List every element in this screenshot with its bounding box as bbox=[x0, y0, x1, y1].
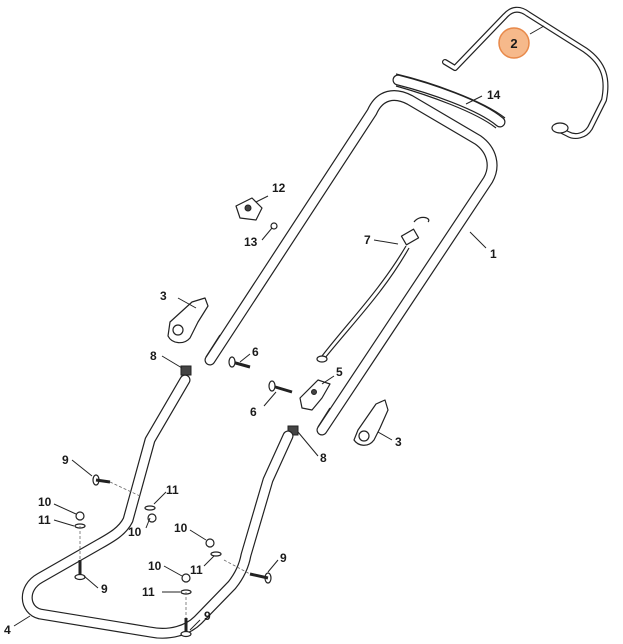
callout-1: 1 bbox=[490, 247, 497, 261]
callout-labels: 2 1 14 12 13 7 3 8 6 5 6 3 8 9 10 11 9 1… bbox=[4, 27, 530, 637]
part-10-nut-b[interactable] bbox=[147, 513, 157, 523]
callout-11-b: 11 bbox=[166, 483, 179, 497]
callout-6-upper: 6 bbox=[252, 345, 259, 359]
part-13-screw[interactable] bbox=[270, 222, 278, 230]
part-6-bolt-upper[interactable] bbox=[228, 356, 251, 369]
callout-13: 13 bbox=[244, 235, 258, 249]
callout-8-right: 8 bbox=[320, 451, 327, 465]
callout-11-c: 11 bbox=[190, 563, 203, 577]
callout-6-lower: 6 bbox=[250, 405, 257, 419]
callout-11-a: 11 bbox=[38, 513, 51, 527]
part-2-control-bail[interactable] bbox=[442, 6, 609, 139]
part-1-upper-handle[interactable] bbox=[204, 90, 498, 436]
part-9-bolt-d[interactable] bbox=[180, 618, 192, 638]
part-9-bolt-a[interactable] bbox=[92, 474, 141, 497]
callout-14: 14 bbox=[487, 88, 501, 102]
callout-12: 12 bbox=[272, 181, 286, 195]
part-3-lever-right[interactable] bbox=[353, 399, 389, 446]
callout-5: 5 bbox=[336, 365, 343, 379]
part-10-nut-d[interactable] bbox=[181, 573, 191, 583]
part-14-grip[interactable] bbox=[392, 73, 506, 129]
part-8-insert-left[interactable] bbox=[180, 365, 192, 376]
callout-10-d: 10 bbox=[148, 559, 162, 573]
callout-10-b: 10 bbox=[128, 525, 142, 539]
part-3-lever-left[interactable] bbox=[167, 297, 209, 344]
callout-4: 4 bbox=[4, 623, 11, 637]
callout-8-left: 8 bbox=[150, 349, 157, 363]
callout-9-b: 9 bbox=[101, 582, 108, 596]
callout-9-a: 9 bbox=[62, 453, 69, 467]
callout-10-c: 10 bbox=[174, 521, 188, 535]
leader-lines bbox=[13, 25, 545, 631]
callout-7: 7 bbox=[364, 233, 371, 247]
part-11-washer-b[interactable] bbox=[144, 505, 156, 511]
part-4-lower-handle[interactable] bbox=[21, 374, 294, 639]
part-12-cable-clamp[interactable] bbox=[235, 197, 263, 221]
part-10-nut-a[interactable] bbox=[75, 511, 85, 521]
part-7-cable[interactable] bbox=[316, 216, 430, 363]
part-6-bolt-lower[interactable] bbox=[268, 380, 293, 394]
part-10-nut-c[interactable] bbox=[205, 538, 215, 548]
part-11-washer-c[interactable] bbox=[210, 551, 222, 557]
highlight-badge-2[interactable] bbox=[498, 27, 530, 59]
callout-9-d: 9 bbox=[204, 609, 211, 623]
callout-9-c: 9 bbox=[280, 551, 287, 565]
callout-10-a: 10 bbox=[38, 495, 52, 509]
callout-3-left: 3 bbox=[160, 289, 167, 303]
callout-3-right: 3 bbox=[395, 435, 402, 449]
callout-2: 2 bbox=[510, 36, 517, 51]
callout-11-d: 11 bbox=[142, 585, 155, 599]
part-5-cable-guide[interactable] bbox=[299, 379, 331, 411]
part-9-bolt-b[interactable] bbox=[74, 560, 86, 581]
part-9-bolt-c[interactable] bbox=[223, 559, 272, 584]
